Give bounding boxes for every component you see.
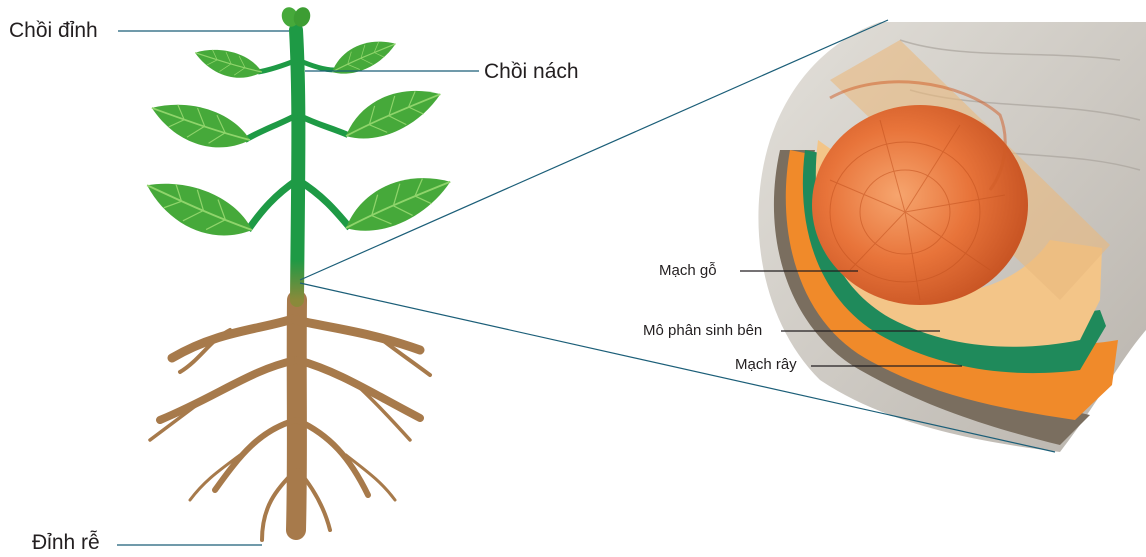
xylem-label: Mạch gỗ [659, 263, 717, 278]
stem-cross-section [758, 22, 1146, 452]
phloem-label: Mạch rây [735, 357, 797, 372]
stem [296, 30, 298, 300]
root-tip-label: Đỉnh rễ [32, 532, 100, 553]
plant [139, 5, 458, 540]
root-system [150, 300, 430, 540]
axillary-bud-label: Chồi nách [484, 61, 579, 82]
apical-bud-label: Chồi đỉnh [9, 20, 98, 41]
wood-core [812, 105, 1028, 305]
lateral-meristem-label: Mô phân sinh bên [643, 323, 762, 338]
